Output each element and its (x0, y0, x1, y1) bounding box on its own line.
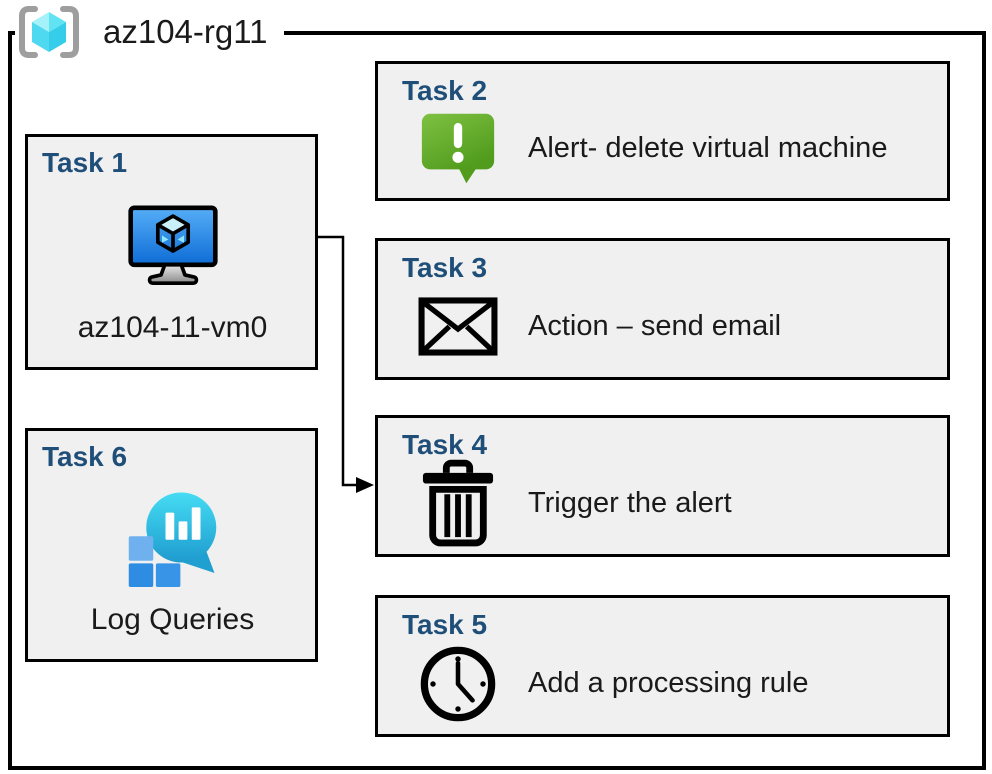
resource-group-boundary (8, 31, 986, 770)
email-icon (418, 297, 498, 356)
task-6-label: Log Queries (90, 603, 255, 636)
task-4-box: Task 4 Trigger the alert (375, 415, 950, 557)
task-1-header: Task 1 (42, 147, 128, 178)
task-2-label: Alert- delete virtual machine (528, 132, 888, 165)
task-4-header: Task 4 (402, 429, 488, 460)
task-6-header: Task 6 (42, 441, 128, 472)
virtual-machine-icon (127, 205, 218, 285)
task-5-label: Add a processing rule (528, 667, 809, 700)
resource-group-title: az104-rg11 (103, 13, 268, 50)
clock-icon (420, 646, 496, 721)
task-6-box: Task 6 Log Queries (25, 428, 318, 662)
alert-icon (421, 113, 495, 183)
resource-group-icon (19, 6, 79, 58)
task-5-box: Task 5 Add a processing rule (375, 595, 950, 737)
resource-group-legend: az104-rg11 (15, 3, 284, 61)
trash-icon (422, 459, 494, 546)
log-queries-icon (128, 492, 217, 588)
task-5-header: Task 5 (402, 609, 488, 640)
task-1-box: Task 1 az104-11-vm0 (25, 134, 318, 370)
task-4-label: Trigger the alert (528, 487, 732, 520)
task-3-box: Task 3 Action – send email (375, 238, 950, 380)
task-3-header: Task 3 (402, 252, 488, 283)
task-3-label: Action – send email (528, 310, 782, 343)
task-2-box: Task 2 Alert- delete virtual machine (375, 61, 950, 201)
task-2-header: Task 2 (402, 75, 488, 106)
task-1-label: az104-11-vm0 (77, 311, 268, 344)
